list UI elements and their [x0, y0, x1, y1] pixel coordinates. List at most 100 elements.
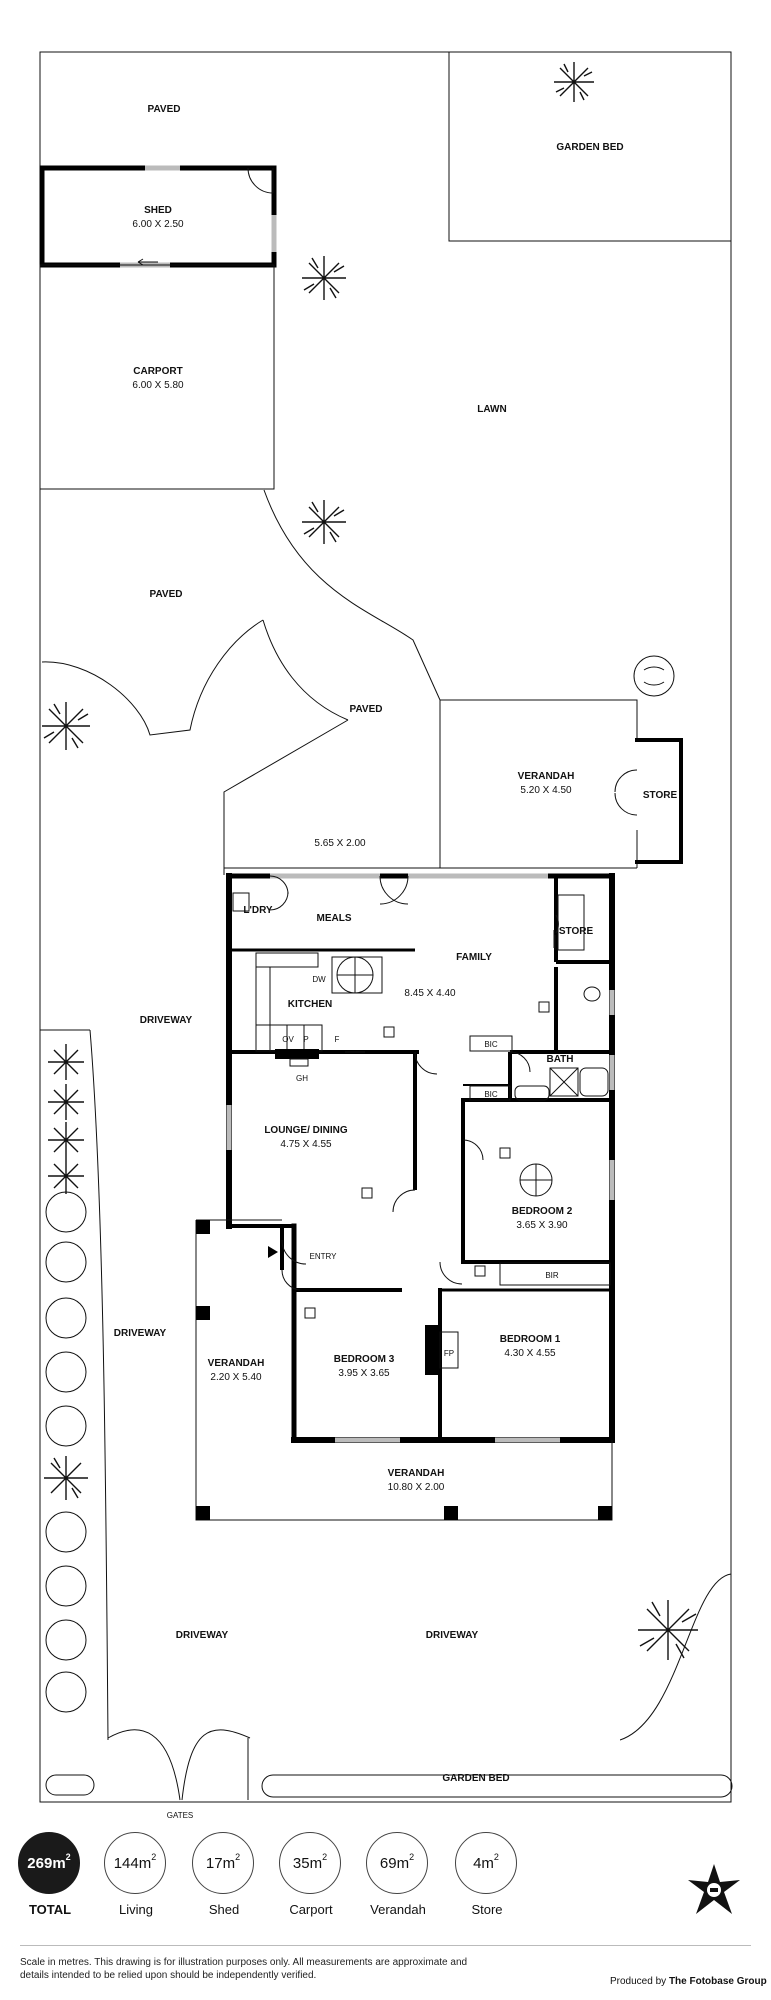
stat-store-sup: 2 — [493, 1852, 499, 1862]
credit-text: Produced by The Fotobase Group — [610, 1976, 767, 1987]
room-labels: PAVED GARDEN BED SHED 6.00 X 2.50 CARPOR… — [114, 104, 678, 1820]
shed — [39, 165, 277, 268]
stat-store-name: Store — [471, 1902, 503, 1917]
label-paved-mid: PAVED — [150, 589, 183, 600]
side-and-front-verandah — [195, 1219, 613, 1521]
paved-edge-curve-2 — [262, 619, 349, 721]
label-verandah-back: VERANDAH — [518, 771, 575, 782]
stat-carport-sup: 2 — [322, 1852, 328, 1862]
label-oven: OV — [282, 1035, 294, 1044]
label-shed-dim: 6.00 X 2.50 — [132, 219, 184, 230]
label-family: FAMILY — [456, 952, 492, 963]
label-bedroom-2: BEDROOM 2 — [512, 1206, 573, 1217]
paved-edge-curve — [41, 619, 264, 736]
label-driveway-1: DRIVEWAY — [140, 1015, 193, 1026]
fotobase-star-logo-icon — [688, 1864, 740, 1914]
stat-shed-name: Shed — [208, 1902, 240, 1917]
label-driveway-3: DRIVEWAY — [176, 1630, 229, 1641]
carport-outline — [39, 264, 275, 490]
stat-living-name: Living — [119, 1902, 153, 1917]
stat-living-value: 144 — [113, 1854, 139, 1872]
label-fireplace: FP — [444, 1349, 454, 1358]
house — [226, 873, 615, 1443]
garden-bed-top-outline — [448, 52, 731, 242]
label-gas-heater: GH — [296, 1074, 308, 1083]
label-garden-bed-bottom: GARDEN BED — [442, 1773, 509, 1784]
stat-shed-value: 17 — [205, 1854, 223, 1872]
stat-shed-unit: m — [222, 1854, 236, 1872]
outside-store — [635, 738, 683, 864]
paved-edge — [223, 719, 349, 875]
label-lounge: LOUNGE/ DINING — [264, 1125, 348, 1136]
label-bedroom-2-dim: 3.65 X 3.90 — [516, 1220, 568, 1231]
stat-living-unit: m — [138, 1854, 152, 1872]
label-entry: ENTRY — [310, 1252, 338, 1261]
stat-carport-unit: m — [309, 1854, 323, 1872]
label-patio-dim: 5.65 X 2.00 — [314, 838, 366, 849]
gates-and-garden-bed — [45, 1573, 733, 1801]
label-store-outside: STORE — [643, 790, 678, 801]
label-pantry: P — [303, 1035, 308, 1044]
label-bic-2: BIC — [484, 1090, 498, 1099]
label-fridge: F — [335, 1035, 340, 1044]
label-family-dim: 8.45 X 4.40 — [404, 988, 456, 999]
credit-prefix: Produced by — [610, 1976, 667, 1987]
trees — [42, 62, 698, 1660]
stat-carport-name: Carport — [289, 1902, 333, 1917]
label-bedroom-1-dim: 4.30 X 4.55 — [504, 1348, 556, 1359]
label-bedroom-3-dim: 3.95 X 3.65 — [338, 1368, 390, 1379]
site-boundary — [39, 51, 732, 1803]
label-bath: BATH — [546, 1054, 573, 1065]
stat-store-value: 4 — [473, 1854, 482, 1872]
label-verandah-side-dim: 2.20 X 5.40 — [210, 1372, 262, 1383]
label-store-inside: STORE — [559, 926, 594, 937]
label-bedroom-3: BEDROOM 3 — [334, 1354, 395, 1365]
label-verandah-front: VERANDAH — [388, 1468, 445, 1479]
floor-plan: PAVED GARDEN BED SHED 6.00 X 2.50 CARPOR… — [39, 51, 733, 1820]
label-verandah-front-dim: 10.80 X 2.00 — [388, 1482, 445, 1493]
label-driveway-4: DRIVEWAY — [426, 1630, 479, 1641]
stat-total-unit: m — [52, 1854, 66, 1872]
footer-divider — [20, 1945, 751, 1946]
stat-total-sup: 2 — [65, 1852, 71, 1862]
label-gates: GATES — [167, 1811, 194, 1820]
lawn-edge — [263, 489, 441, 701]
label-paved-top: PAVED — [148, 104, 181, 115]
hedge-row — [40, 1029, 109, 1741]
label-dishwasher: DW — [312, 975, 326, 984]
label-verandah-side: VERANDAH — [208, 1358, 265, 1369]
label-garden-bed-top: GARDEN BED — [556, 142, 623, 153]
back-verandah — [224, 699, 638, 869]
label-lounge-dim: 4.75 X 4.55 — [280, 1139, 332, 1150]
stat-living-sup: 2 — [151, 1852, 157, 1862]
stat-shed-sup: 2 — [235, 1852, 241, 1862]
stat-verandah-value: 69 — [379, 1854, 397, 1872]
label-laundry: L'DRY — [243, 905, 273, 916]
stat-carport-value: 35 — [292, 1854, 310, 1872]
label-driveway-2: DRIVEWAY — [114, 1328, 167, 1339]
stat-verandah-name: Verandah — [370, 1902, 426, 1917]
label-carport-dim: 6.00 X 5.80 — [132, 380, 184, 391]
label-paved-center: PAVED — [350, 704, 383, 715]
stat-total-name: TOTAL — [28, 1902, 72, 1917]
label-bic-1: BIC — [484, 1040, 498, 1049]
disclaimer-text: Scale in metres. This drawing is for ill… — [20, 1957, 468, 1981]
label-lawn: LAWN — [477, 404, 506, 415]
label-meals: MEALS — [317, 913, 352, 924]
stat-store-unit: m — [481, 1854, 494, 1872]
stat-verandah-sup: 2 — [409, 1852, 415, 1862]
label-kitchen: KITCHEN — [288, 999, 332, 1010]
label-carport: CARPORT — [133, 366, 182, 377]
